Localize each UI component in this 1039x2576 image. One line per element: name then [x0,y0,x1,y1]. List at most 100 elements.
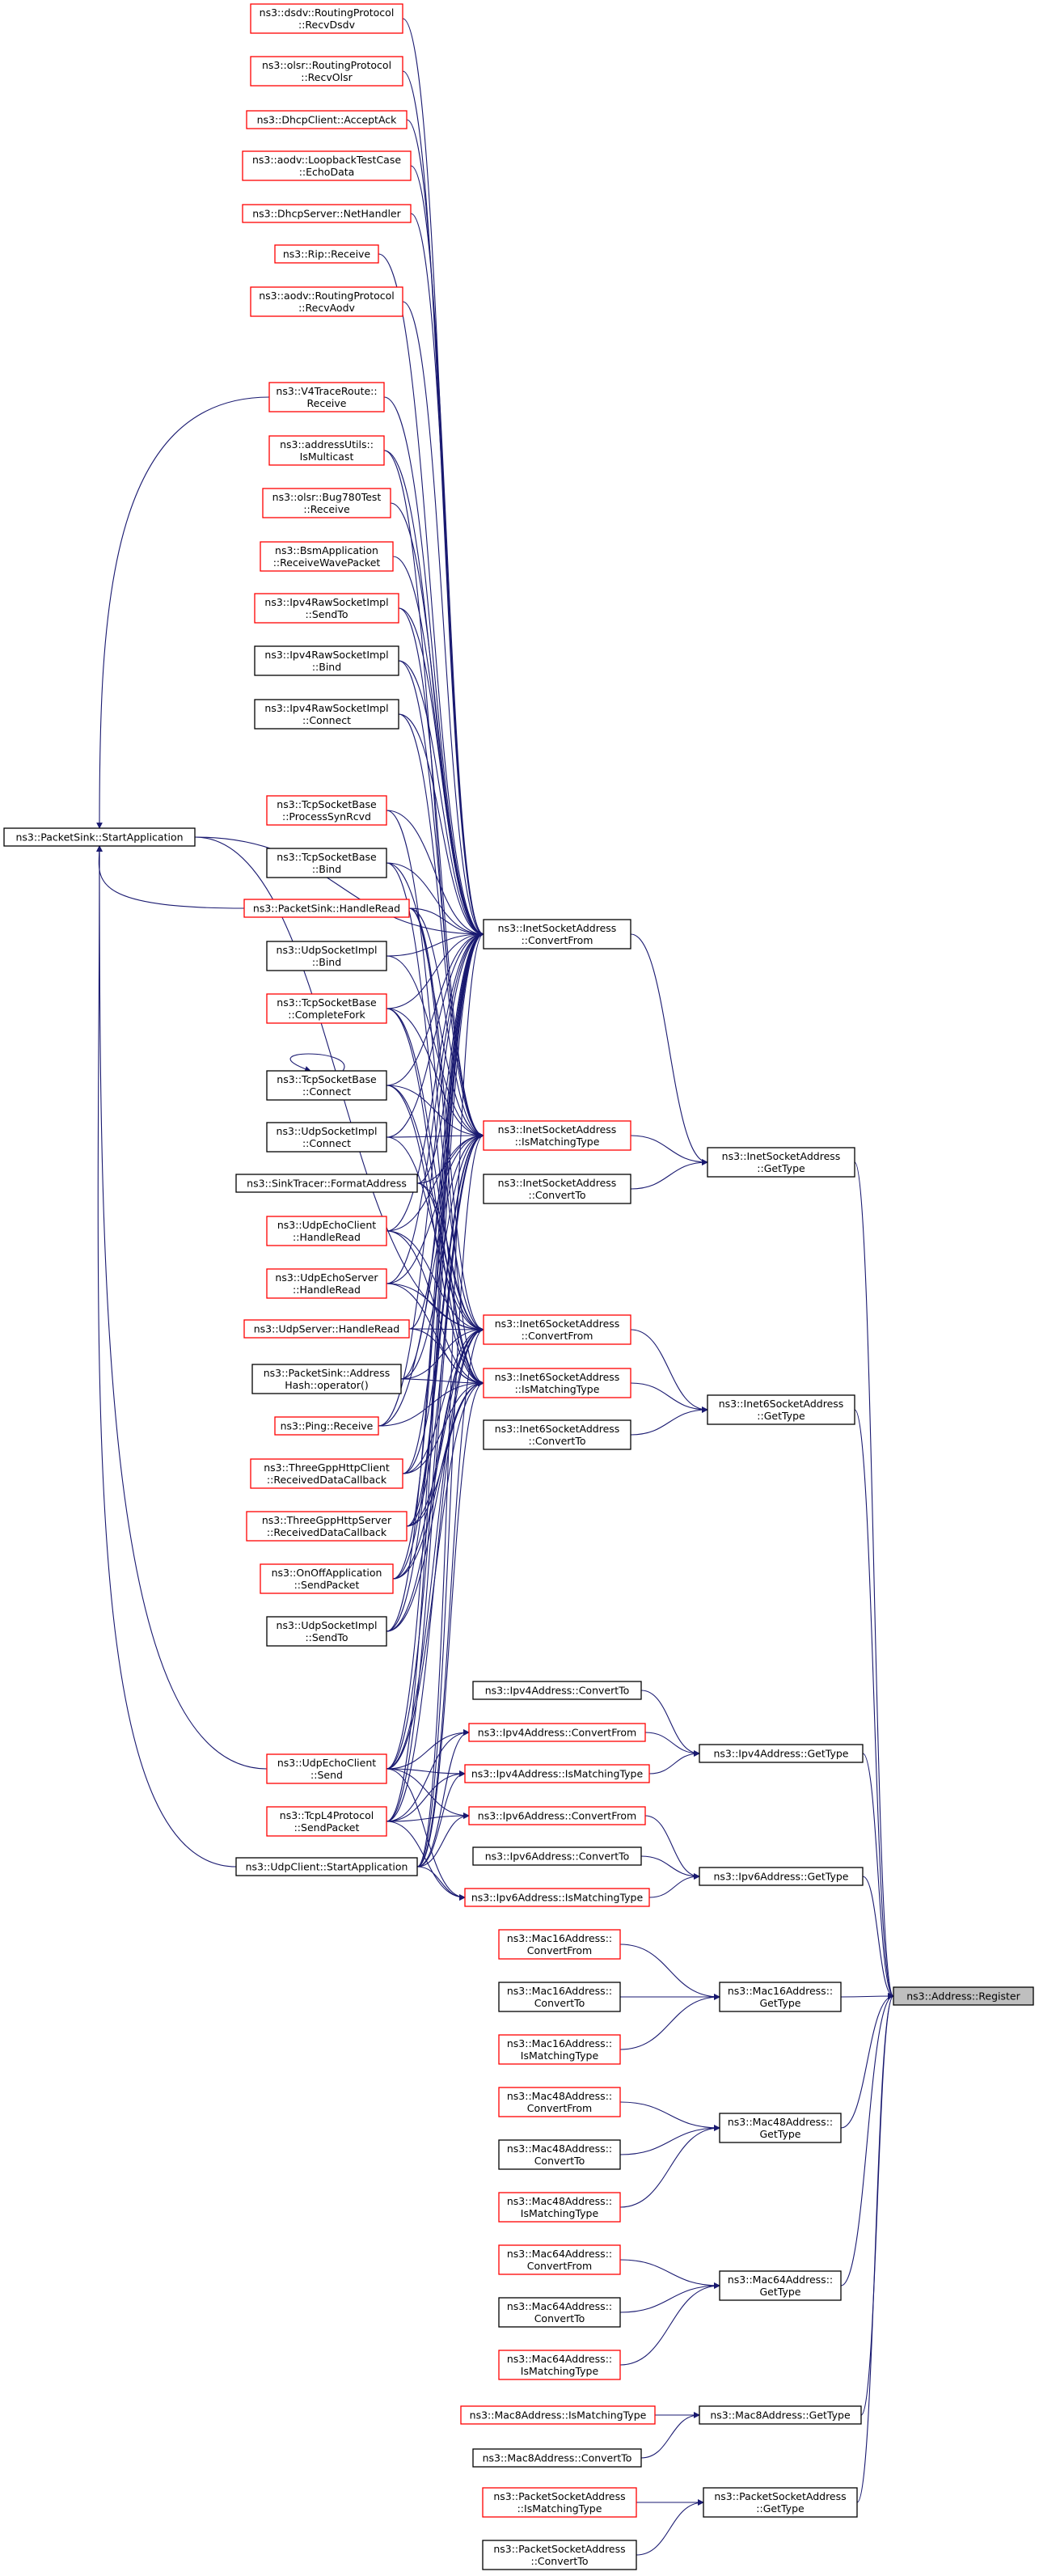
node-ipv6_convertto[interactable]: ns3::Ipv6Address::ConvertTo [472,1846,642,1866]
node-box-recvolsr[interactable] [250,56,403,87]
node-udpechoclient_send[interactable]: ns3::UdpEchoClient::Send [266,1753,387,1784]
node-box-inet6_convertfrom[interactable] [483,1314,631,1345]
node-threegpp_client[interactable]: ns3::ThreeGppHttpClient::ReceivedDataCal… [250,1458,403,1489]
node-box-udpsock_bind[interactable] [266,941,387,971]
node-addressutils_ismulticast[interactable]: ns3::addressUtils::IsMulticast [268,435,385,466]
node-v4traceroute_receive[interactable]: ns3::V4TraceRoute::Receive [268,382,385,412]
node-tcpl4_sendpacket[interactable]: ns3::TcpL4Protocol::SendPacket [266,1806,387,1837]
node-box-v4traceroute_receive[interactable] [268,382,385,412]
node-box-inet6_ismatching[interactable] [483,1368,631,1398]
node-box-mac48_convertto[interactable] [498,2139,621,2170]
node-ipv4_ismatching[interactable]: ns3::Ipv4Address::IsMatchingType [464,1764,650,1783]
node-box-pkt_gettype[interactable] [703,2487,858,2518]
node-box-dhcpclient_acceptack[interactable] [246,110,408,129]
node-mac8_convertto[interactable]: ns3::Mac8Address::ConvertTo [472,2448,642,2468]
node-box-mac48_convertfrom[interactable] [498,2087,621,2117]
node-dhcpclient_acceptack[interactable]: ns3::DhcpClient::AcceptAck [246,110,408,129]
node-box-inet_convertto[interactable] [483,1174,631,1204]
node-address_register[interactable]: ns3::Address::Register [893,1986,1034,2006]
node-ipv4raw_connect[interactable]: ns3::Ipv4RawSocketImpl::Connect [254,699,399,730]
node-onoff_sendpacket[interactable]: ns3::OnOffApplication::SendPacket [260,1563,394,1594]
node-packetsink_handleread[interactable]: ns3::PacketSink::HandleRead [243,899,410,918]
node-box-mac8_convertto[interactable] [472,2448,642,2468]
node-udpsock_bind[interactable]: ns3::UdpSocketImpl::Bind [266,941,387,971]
node-box-threegpp_server[interactable] [246,1511,408,1542]
node-box-udpserver_handleread[interactable] [243,1319,410,1339]
node-tcp_completefork[interactable]: ns3::TcpSocketBase::CompleteFork [266,993,387,1024]
node-box-udpclient_startapp[interactable] [235,1857,418,1876]
node-box-inet6_gettype[interactable] [707,1394,855,1425]
node-box-ipv4_convertfrom[interactable] [468,1723,646,1742]
node-box-inet_ismatching[interactable] [483,1120,631,1151]
node-box-mac64_gettype[interactable] [719,2270,842,2301]
node-box-packetsink_handleread[interactable] [243,899,410,918]
node-tcp_bind[interactable]: ns3::TcpSocketBase::Bind [266,848,387,878]
node-box-ipv6_convertto[interactable] [472,1846,642,1866]
node-dhcpserver_nethandler[interactable]: ns3::DhcpServer::NetHandler [242,204,412,223]
node-box-tcp_completefork[interactable] [266,993,387,1024]
node-mac8_gettype[interactable]: ns3::Mac8Address::GetType [699,2405,862,2425]
node-inet6_gettype[interactable]: ns3::Inet6SocketAddress::GetType [707,1394,855,1425]
node-olsr_bug780_receive[interactable]: ns3::olsr::Bug780Test::Receive [262,488,391,518]
node-udpclient_startapp[interactable]: ns3::UdpClient::StartApplication [235,1857,418,1876]
node-inet_ismatching[interactable]: ns3::InetSocketAddress::IsMatchingType [483,1120,631,1151]
node-box-dhcpserver_nethandler[interactable] [242,204,412,223]
node-box-tcp_processsynrcvd[interactable] [266,795,387,826]
node-box-pkt_ismatching[interactable] [482,2487,637,2518]
node-box-udpsock_connect[interactable] [266,1122,387,1153]
node-box-mac48_ismatching[interactable] [498,2192,621,2223]
node-box-address_register[interactable] [893,1986,1034,2006]
node-udpechoserver_handleread[interactable]: ns3::UdpEchoServer::HandleRead [266,1268,387,1299]
node-box-ipv4raw_bind[interactable] [254,645,399,676]
node-mac64_convertfrom[interactable]: ns3::Mac64Address::ConvertFrom [498,2244,621,2275]
node-bsm_receivewavepacket[interactable]: ns3::BsmApplication::ReceiveWavePacket [260,541,394,572]
node-box-mac16_ismatching[interactable] [498,2034,621,2065]
node-box-addressutils_ismulticast[interactable] [268,435,385,466]
node-pkt_gettype[interactable]: ns3::PacketSocketAddress::GetType [703,2487,858,2518]
node-inet_gettype[interactable]: ns3::InetSocketAddress::GetType [707,1147,855,1178]
node-mac16_ismatching[interactable]: ns3::Mac16Address::IsMatchingType [498,2034,621,2065]
node-mac48_ismatching[interactable]: ns3::Mac48Address::IsMatchingType [498,2192,621,2223]
node-ipv4_convertto[interactable]: ns3::Ipv4Address::ConvertTo [472,1681,642,1700]
node-box-ping_receive[interactable] [274,1416,379,1436]
node-ipv6_ismatching[interactable]: ns3::Ipv6Address::IsMatchingType [464,1888,650,1907]
node-pkt_ismatching[interactable]: ns3::PacketSocketAddress::IsMatchingType [482,2487,637,2518]
node-box-tcpl4_sendpacket[interactable] [266,1806,387,1837]
node-ipv6_gettype[interactable]: ns3::Ipv6Address::GetType [699,1867,864,1886]
node-box-ipv4raw_connect[interactable] [254,699,399,730]
node-ipv4raw_sendto[interactable]: ns3::Ipv4RawSocketImpl::SendTo [254,593,399,624]
node-recvolsr[interactable]: ns3::olsr::RoutingProtocol::RecvOlsr [250,56,403,87]
node-ipv4_gettype[interactable]: ns3::Ipv4Address::GetType [699,1744,864,1763]
node-threegpp_server[interactable]: ns3::ThreeGppHttpServer::ReceivedDataCal… [246,1511,408,1542]
node-recvdsdv[interactable]: ns3::dsdv::RoutingProtocol::RecvDsdv [250,3,403,34]
node-box-recvdsdv[interactable] [250,3,403,34]
node-inet_convertfrom[interactable]: ns3::InetSocketAddress::ConvertFrom [483,919,631,950]
node-box-inet_convertfrom[interactable] [483,919,631,950]
node-box-udpechoserver_handleread[interactable] [266,1268,387,1299]
node-pkt_convertto[interactable]: ns3::PacketSocketAddress::ConvertTo [482,2540,637,2570]
node-sinktracer[interactable]: ns3::SinkTracer::FormatAddress [235,1174,418,1193]
node-udpechoclient_handleread[interactable]: ns3::UdpEchoClient::HandleRead [266,1216,387,1246]
node-mac16_convertto[interactable]: ns3::Mac16Address::ConvertTo [498,1982,621,2012]
node-ipv4raw_bind[interactable]: ns3::Ipv4RawSocketImpl::Bind [254,645,399,676]
node-ipv6_convertfrom[interactable]: ns3::Ipv6Address::ConvertFrom [468,1806,646,1825]
node-box-mac16_convertto[interactable] [498,1982,621,2012]
node-aodv_echodata[interactable]: ns3::aodv::LoopbackTestCase::EchoData [242,150,412,181]
node-mac64_ismatching[interactable]: ns3::Mac64Address::IsMatchingType [498,2350,621,2380]
node-inet6_ismatching[interactable]: ns3::Inet6SocketAddress::IsMatchingType [483,1368,631,1398]
node-udpsock_sendto[interactable]: ns3::UdpSocketImpl::SendTo [266,1616,387,1647]
node-mac16_convertfrom[interactable]: ns3::Mac16Address::ConvertFrom [498,1929,621,1960]
node-box-onoff_sendpacket[interactable] [260,1563,394,1594]
node-box-mac64_ismatching[interactable] [498,2350,621,2380]
node-box-mac8_ismatching[interactable] [460,2405,656,2425]
node-ping_receive[interactable]: ns3::Ping::Receive [274,1416,379,1436]
node-mac48_gettype[interactable]: ns3::Mac48Address::GetType [719,2113,842,2143]
node-mac16_gettype[interactable]: ns3::Mac16Address::GetType [719,1982,842,2012]
node-mac48_convertfrom[interactable]: ns3::Mac48Address::ConvertFrom [498,2087,621,2117]
node-box-rip_receive[interactable] [274,244,379,264]
node-box-bsm_receivewavepacket[interactable] [260,541,394,572]
node-mac64_convertto[interactable]: ns3::Mac64Address::ConvertTo [498,2297,621,2328]
node-box-ipv6_ismatching[interactable] [464,1888,650,1907]
node-box-threegpp_client[interactable] [250,1458,403,1489]
node-box-olsr_bug780_receive[interactable] [262,488,391,518]
